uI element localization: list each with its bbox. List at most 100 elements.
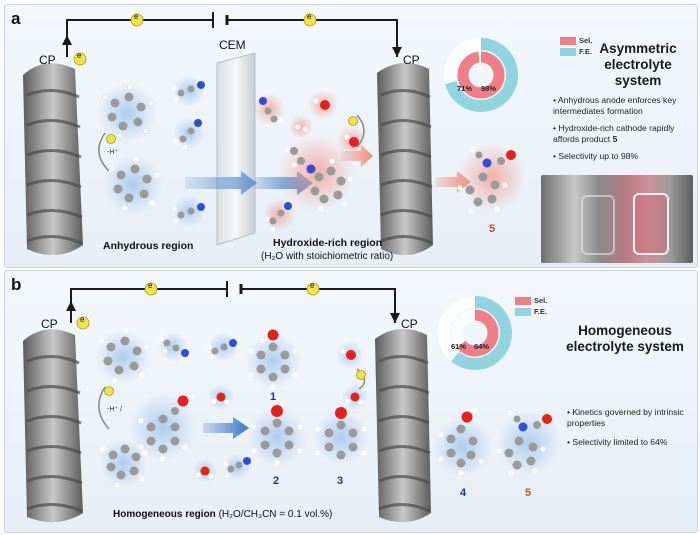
molecule-benzyl-cation (103, 155, 163, 215)
donut-fe-percent: 71% (457, 84, 473, 93)
region-hydroxide-rich-sub: (H₂O with stoichiometric ratio) (261, 251, 394, 262)
legend-swatch-sel (560, 37, 576, 45)
molecule-intermediate (279, 135, 355, 212)
oxidation-arrow (98, 386, 110, 430)
molecule-benzyl (99, 439, 148, 488)
donut-fe-ring (438, 296, 512, 370)
flow-arrow (203, 417, 249, 439)
electron-icon (306, 282, 320, 296)
electron-icon (144, 282, 158, 296)
carbon-paper-anode (23, 329, 83, 523)
electron-icon (356, 370, 366, 380)
electron-symbol: e (77, 51, 82, 60)
molecule-water (342, 384, 368, 410)
molecule-1 (245, 329, 301, 390)
molecule-acetonitrile (173, 195, 205, 227)
bullet-1: • Anhydrous anode enforces key intermedi… (553, 95, 677, 116)
donut-chart-a (444, 38, 518, 112)
electron-symbol: e (80, 315, 85, 324)
molecule-2 (247, 405, 307, 467)
legend-swatch-fe (560, 48, 576, 56)
electron-icon (303, 13, 317, 27)
reduction-arrow (356, 114, 365, 148)
region-hydroxide-rich: Hydroxide-rich region (273, 237, 383, 249)
molecule-5 (496, 410, 561, 476)
proton-label: -H⁺ (107, 149, 119, 156)
proton-label: -H⁺ / (107, 406, 122, 413)
molecule-acetonitrile (173, 117, 205, 149)
electron-symbol: e (307, 12, 312, 21)
electron-icon (76, 316, 90, 330)
bullet-3: • Selectivity up to 98% (553, 151, 639, 161)
molecule-water (193, 459, 217, 483)
cp-label-left: CP (41, 317, 58, 331)
molecule-3 (313, 407, 369, 465)
donut-fe-ring (444, 38, 518, 112)
donut-sel-ring (451, 309, 499, 357)
donut-sel-percent: 98% (481, 84, 497, 93)
reaction-photo (541, 175, 693, 263)
panel-a-letter: a (11, 9, 21, 28)
donut-fe-percent: 61% (451, 342, 467, 351)
region-homogeneous: Homogeneous region (H₂O/CH₃CN = 0.1 vol.… (113, 509, 333, 520)
molecule-hydroxide (308, 90, 338, 120)
donut-sel-percent: 64% (474, 342, 490, 351)
molecule-water (208, 384, 234, 410)
legend-swatch-sel (515, 297, 531, 305)
panel-b-diagram (23, 281, 561, 523)
electron-symbol: e (310, 281, 315, 290)
flow-arrow (185, 171, 257, 195)
cp-label-left: CP (39, 53, 56, 67)
label-3: 3 (337, 475, 344, 487)
molecule-acetonitrile (253, 93, 285, 128)
cation-exchange-membrane (216, 52, 256, 246)
title-homogeneous: Homogeneous electrolyte system (566, 323, 684, 354)
panel-b-letter: b (11, 275, 22, 294)
cp-label-right: CP (401, 317, 418, 331)
carbon-paper-anode (23, 63, 83, 256)
electron-icon (106, 134, 116, 144)
molecule-acetonitrile (224, 454, 251, 480)
panel-b: b (4, 270, 698, 533)
title-asymmetric: Asymmetric electrolyte system (599, 41, 677, 88)
external-circuit-wire (70, 281, 396, 323)
molecule-water (289, 115, 313, 139)
electron-icon (104, 386, 114, 396)
flow-arrow (341, 145, 373, 167)
donut-chart-b (438, 296, 512, 370)
product-label-5: 5 (489, 223, 496, 235)
bullet-1: • Kinetics governed by intrinsic propert… (567, 407, 684, 428)
molecule-product-5 (457, 143, 526, 214)
panel-a: a (4, 4, 698, 268)
molecule-benzyl-alcohol (129, 393, 197, 462)
carbon-paper-cathode (375, 328, 431, 523)
molecule-hydroxide (336, 341, 364, 369)
electron-icon (130, 13, 144, 27)
molecule-acetonitrile (158, 332, 189, 362)
molecule-acetonitrile (173, 75, 205, 107)
bullet-2: • Selectivity limited to 64% (567, 437, 668, 447)
electron-symbol: e (134, 12, 139, 21)
label-5: 5 (525, 487, 532, 499)
electron-icon (348, 116, 358, 126)
molecule-benzyl (97, 83, 157, 143)
cp-label-right: CP (403, 53, 420, 67)
legend-swatch-fe (515, 308, 531, 316)
electron-symbol: e (148, 281, 153, 290)
molecule-acetonitrile (207, 332, 238, 362)
electron-icon (73, 52, 87, 66)
legend-sel: Sel. (579, 36, 593, 45)
label-2: 2 (273, 475, 280, 487)
legend-fe: F.E. (534, 307, 547, 316)
bullet-2: • Hydroxide-rich cathode rapidly affords… (553, 123, 675, 144)
cem-label: CEM (219, 38, 246, 52)
molecule-acetonitrile (263, 199, 295, 231)
carbon-paper-cathode (377, 62, 433, 256)
region-anhydrous: Anhydrous region (103, 240, 194, 252)
molecule-4 (433, 408, 493, 477)
donut-sel-ring (457, 51, 505, 99)
oxidation-arrow (98, 132, 110, 172)
legend-sel: Sel. (534, 296, 548, 305)
panel-a-diagram (23, 12, 526, 256)
molecule-benzyl (95, 328, 151, 385)
